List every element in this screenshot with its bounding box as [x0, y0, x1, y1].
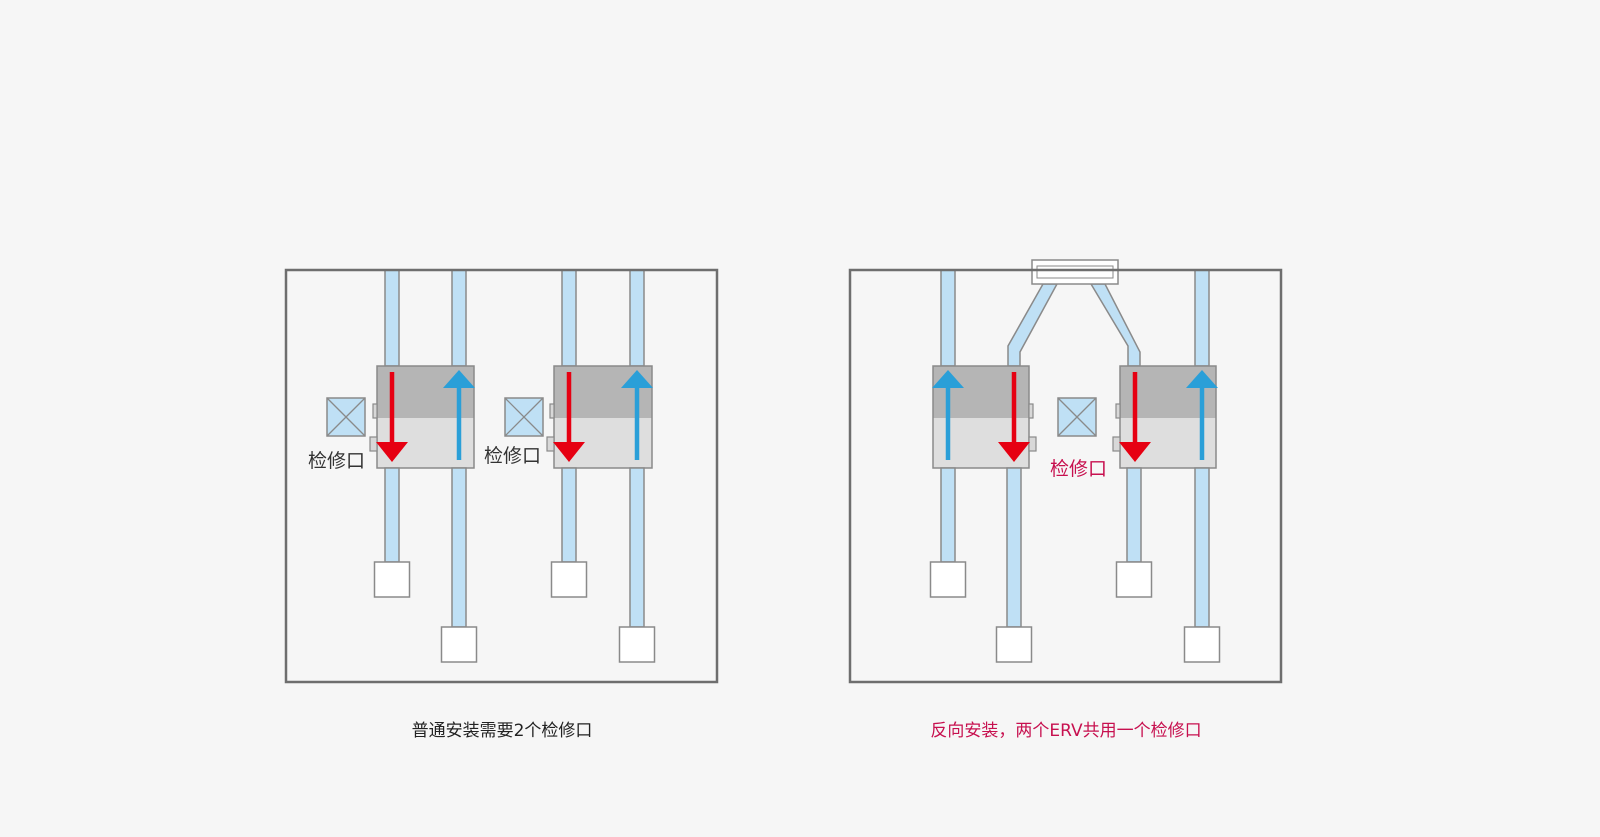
access-port-icon [326, 397, 366, 437]
duct [561, 467, 577, 563]
diffuser-grille [1115, 561, 1153, 598]
unit-connector-tab [1115, 403, 1121, 419]
access-port-icon [1057, 397, 1097, 437]
ceiling-frame-reverse [848, 268, 1283, 684]
duct [1126, 467, 1142, 563]
access-port-label: 检修口 [308, 450, 366, 472]
unit-connector-tab [1028, 436, 1037, 452]
access-port-cross [1057, 397, 1097, 437]
arrow-head [932, 370, 964, 388]
arrow-head [621, 370, 653, 388]
exhaust-arrow-down [553, 372, 585, 462]
duct [451, 467, 467, 628]
supply-arrow-up [932, 370, 964, 460]
duct [629, 269, 645, 367]
angled-duct [1089, 283, 1141, 367]
access-port-cross [326, 397, 366, 437]
duct [940, 467, 956, 563]
arrow-head [443, 370, 475, 388]
access-port-label: 检修口 [1050, 458, 1108, 480]
unit-connector-tab [546, 436, 555, 452]
diffuser-grille [1183, 626, 1221, 663]
diffuser-grille [995, 626, 1033, 663]
diffuser-grille [440, 626, 478, 663]
duct [1194, 269, 1210, 367]
diffuser-grille [373, 561, 411, 598]
unit-connector-tab [1112, 436, 1121, 452]
duct [1194, 467, 1210, 628]
caption-normal-install: 普通安装需要2个检修口 [411, 721, 593, 741]
duct [629, 467, 645, 628]
access-port-label: 检修口 [484, 445, 542, 467]
duct [561, 269, 577, 367]
shared-vent-inner [1036, 265, 1114, 279]
diffuser-grille [550, 561, 588, 598]
arrow-head [1186, 370, 1218, 388]
duct [1006, 467, 1022, 628]
arrow-head [1119, 442, 1151, 462]
ceiling-frame-normal [284, 268, 719, 684]
unit-connector-tab [1028, 403, 1034, 419]
unit-connector-tab [369, 436, 378, 452]
supply-arrow-up [621, 370, 653, 460]
supply-arrow-up [443, 370, 475, 460]
duct [451, 269, 467, 367]
duct [384, 467, 400, 563]
unit-connector-tab [372, 403, 378, 419]
exhaust-arrow-down [376, 372, 408, 462]
exhaust-arrow-down [998, 372, 1030, 462]
angled-duct [1007, 283, 1059, 367]
unit-connector-tab [549, 403, 555, 419]
diffuser-grille [929, 561, 967, 598]
supply-arrow-up [1186, 370, 1218, 460]
arrow-head [998, 442, 1030, 462]
duct [940, 269, 956, 367]
arrow-head [376, 442, 408, 462]
duct [384, 269, 400, 367]
access-port-icon [504, 397, 544, 437]
arrow-head [553, 442, 585, 462]
diffuser-grille [618, 626, 656, 663]
access-port-cross [504, 397, 544, 437]
caption-reverse-install: 反向安装，两个ERV共用一个检修口 [930, 721, 1202, 741]
exhaust-arrow-down [1119, 372, 1151, 462]
